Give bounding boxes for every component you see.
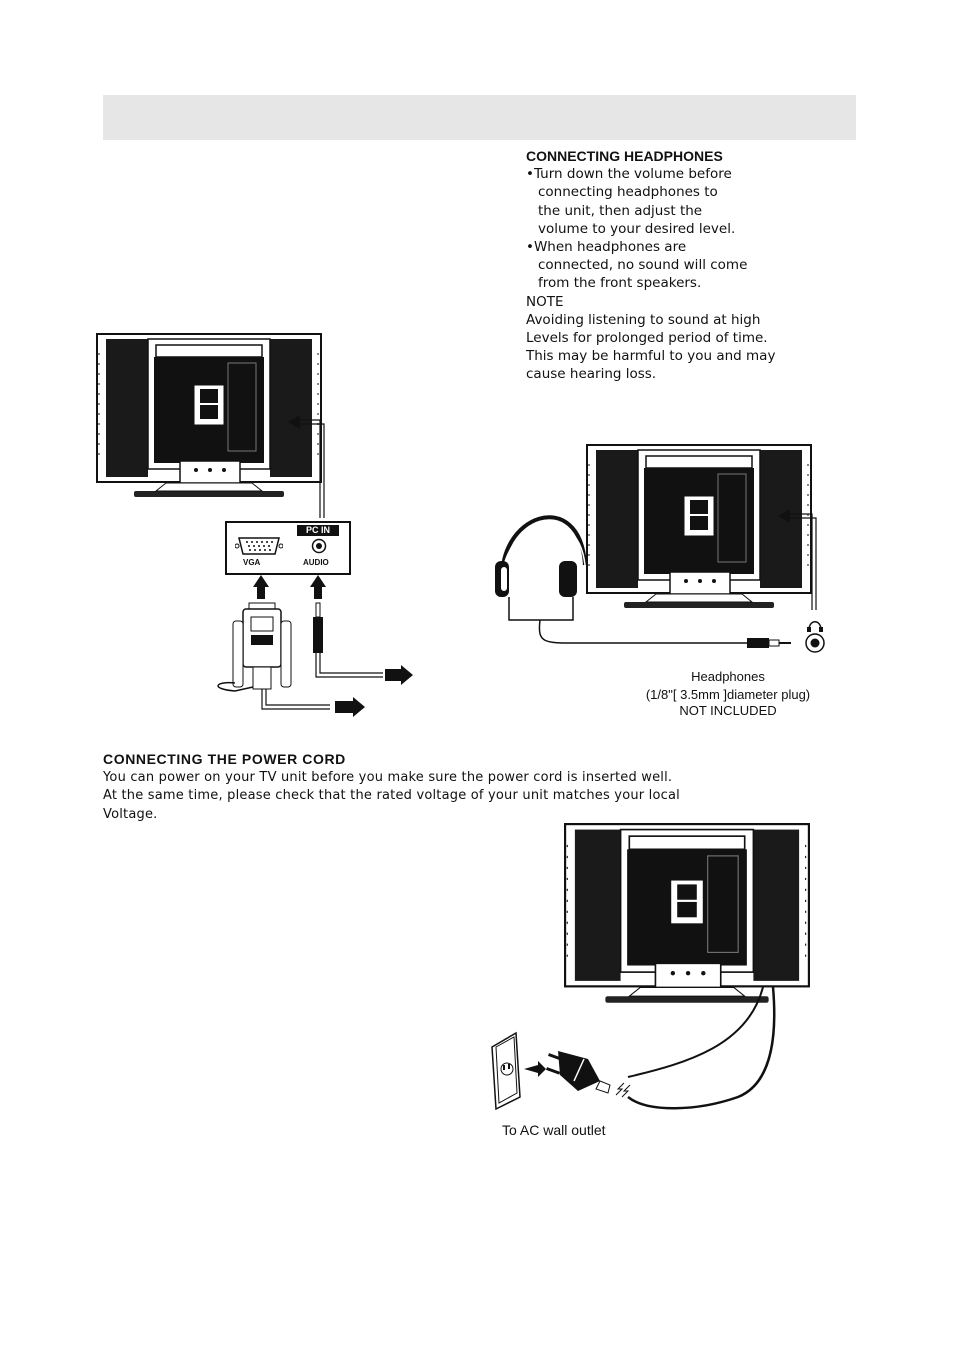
- note-line4: cause hearing loss.: [526, 366, 657, 383]
- power-line3: Voltage.: [103, 806, 158, 822]
- hp-bullet1-line3: the unit, then adjust the: [538, 202, 703, 219]
- power-line2: At the same time, please check that the …: [103, 788, 680, 803]
- headphones-caption-line1: Headphones: [691, 669, 765, 684]
- tv-rear-left: [96, 333, 322, 497]
- power-cord-and-outlet: [491, 986, 776, 1111]
- power-line1: You can power on your TV unit before you…: [103, 769, 673, 785]
- note-label: NOTE: [526, 293, 564, 310]
- hp-bullet2-line2: connected, no sound will come: [538, 257, 748, 274]
- hp-bullet2-line1: •When headphones are: [526, 239, 687, 256]
- power-title: CONNECTING THE POWER CORD: [103, 751, 346, 767]
- header-band: [103, 95, 856, 140]
- vga-port-icon[interactable]: [235, 535, 283, 557]
- pc-in-label: PC IN: [297, 525, 339, 536]
- headphones-title: CONNECTING HEADPHONES: [526, 148, 723, 164]
- tv-rear-headphones: [586, 444, 812, 608]
- pc-cables: [217, 575, 413, 717]
- hp-bullet2-line3: from the front speakers.: [538, 275, 702, 292]
- headphones-icon: [495, 515, 825, 653]
- note-line2: Levels for prolonged period of time.: [526, 330, 768, 347]
- hp-bullet1-line1: •Turn down the volume before: [526, 166, 732, 183]
- audio-port-icon[interactable]: [311, 538, 327, 554]
- tv2-connection-arrow: [778, 509, 817, 610]
- note-line3: This may be harmful to you and may: [526, 348, 776, 365]
- hp-bullet1-line4: volume to your desired level.: [538, 220, 736, 237]
- tv-rear-power: [564, 823, 810, 1003]
- note-line1: Avoiding listening to sound at high: [526, 311, 761, 328]
- vga-label: VGA: [243, 558, 261, 567]
- tv1-connection-arrow: [288, 415, 325, 518]
- outlet-caption: To AC wall outlet: [502, 1122, 606, 1138]
- power-section: CONNECTING THE POWER CORD You can power …: [103, 750, 683, 824]
- headphones-section: CONNECTING HEADPHONES •Turn down the vol…: [526, 147, 826, 384]
- headphones-caption-line3: NOT INCLUDED: [679, 703, 777, 718]
- audio-label: AUDIO: [303, 558, 329, 567]
- headphones-caption: Headphones (1/8"[ 3.5mm ]diameter plug) …: [636, 669, 820, 719]
- hp-bullet1-line2: connecting headphones to: [538, 184, 718, 201]
- headphones-caption-line2: (1/8"[ 3.5mm ]diameter plug): [645, 687, 811, 702]
- pc-in-panel: PC IN VGA AUDIO: [225, 521, 351, 575]
